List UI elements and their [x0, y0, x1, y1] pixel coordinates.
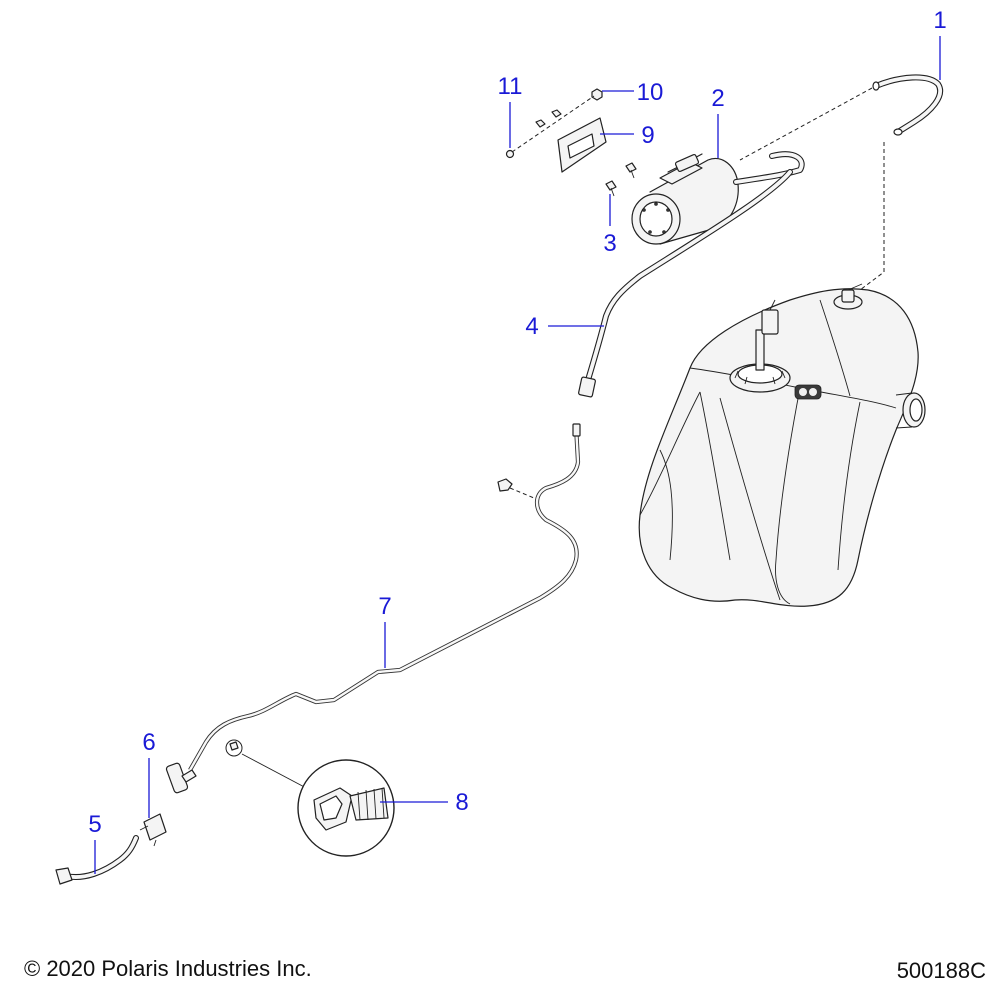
- diagram-reference-code: 500188C: [896, 958, 986, 983]
- callout-11: 11: [498, 73, 523, 100]
- callout-9: 9: [641, 122, 654, 149]
- fuel-supply-line: [188, 423, 581, 772]
- purge-line: [578, 169, 793, 398]
- clip-dash-line: [509, 487, 535, 499]
- callout-5: 5: [88, 811, 101, 838]
- callout-4: 4: [525, 313, 538, 340]
- fuel-hose: [55, 835, 139, 885]
- copyright-notice: © 2020 Polaris Industries Inc.: [24, 956, 312, 981]
- filler-neck: [895, 392, 926, 429]
- evap-canister: [631, 153, 739, 245]
- callout-6: 6: [142, 729, 155, 756]
- hardware-dash-line: [511, 95, 595, 153]
- clip-detail: [225, 739, 395, 857]
- screw-3a: [605, 180, 617, 197]
- fuel-pump-module: [729, 299, 822, 400]
- screw-3b: [625, 162, 637, 179]
- callout-leaders: [94, 36, 941, 874]
- vent-hose: [872, 74, 943, 136]
- vent-hose-dash-to-tank: [859, 142, 885, 291]
- callout-2: 2: [711, 85, 724, 112]
- vent-hose-dash-to-canister: [739, 87, 873, 161]
- fuel-tank: [638, 283, 926, 607]
- vent-fitting: [833, 283, 863, 310]
- line-clip: [497, 478, 513, 492]
- callout-numbers: 1 2 3 4 5 6 7 8 9 10 11: [88, 7, 946, 838]
- callout-8: 8: [455, 789, 468, 816]
- bolt-11: [505, 109, 562, 159]
- callout-1: 1: [933, 7, 946, 34]
- mounting-bracket: [557, 117, 607, 173]
- callout-7: 7: [378, 593, 391, 620]
- callout-3: 3: [603, 230, 616, 257]
- nut-10: [591, 88, 603, 101]
- fuel-filter: [139, 762, 197, 847]
- callout-10: 10: [637, 79, 664, 106]
